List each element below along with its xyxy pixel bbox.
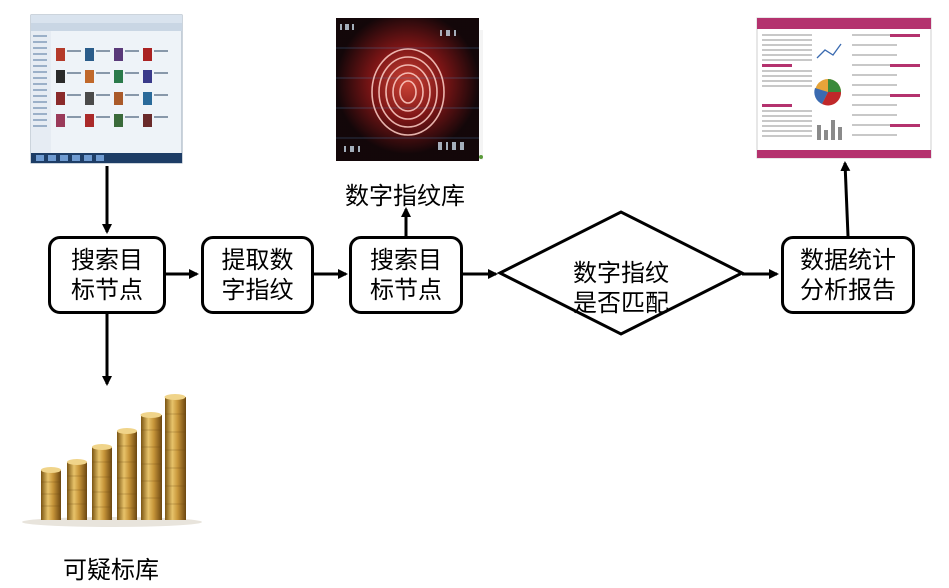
extract-fingerprint-label: 提取数 字指纹 [221, 246, 294, 304]
search-target-node-box-1: 搜索目 标节点 [48, 236, 166, 314]
extract-fingerprint-box: 提取数 字指纹 [201, 236, 314, 314]
search-target-node-label-1: 搜索目 标节点 [71, 246, 143, 304]
software-screenshot-image [30, 14, 183, 164]
coin-stacks-image [22, 394, 202, 527]
statistics-report-label: 数据统计 分析报告 [800, 246, 896, 304]
fingerprint-db-caption: 数字指纹库 [345, 182, 465, 210]
statistics-report-box: 数据统计 分析报告 [781, 236, 915, 314]
fingerprint-match-label: 数字指纹 是否匹配 [573, 259, 669, 317]
fingerprint-match-decision: 数字指纹 是否匹配 [500, 243, 742, 333]
suspect-db-caption: 可疑标库 [63, 556, 159, 584]
statistics-report-image [756, 17, 932, 159]
fingerprint-image [336, 18, 483, 161]
search-target-node-box-2: 搜索目 标节点 [349, 236, 463, 314]
search-target-node-label-2: 搜索目 标节点 [370, 246, 442, 304]
arrow-report-up-to-document [840, 161, 851, 237]
